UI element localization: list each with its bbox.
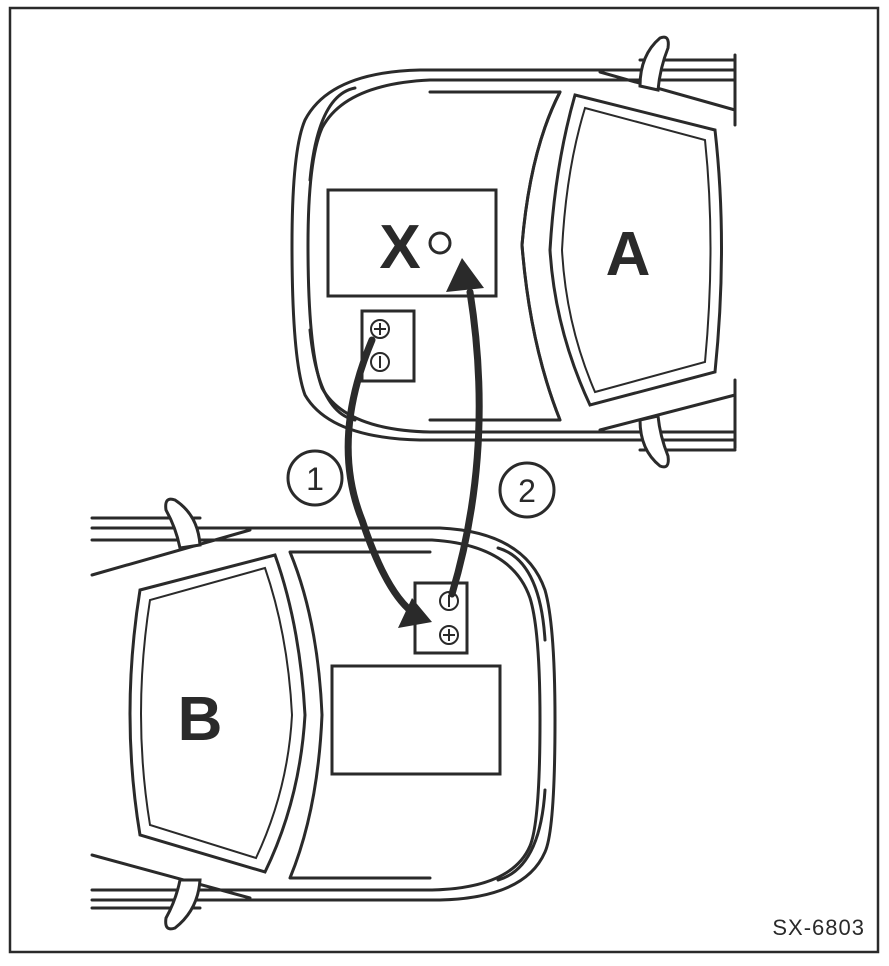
jumper-cable-1 — [344, 336, 416, 616]
figure-border — [8, 6, 880, 954]
ground-point-label: X — [379, 213, 420, 282]
step-2-label: 2 — [518, 473, 536, 509]
car-b-fender-bottom — [496, 788, 547, 882]
car-a-fender-bottom — [308, 328, 357, 422]
step-2-circle — [498, 461, 556, 519]
car-b-windshield — [128, 553, 307, 874]
car-a-body-inner — [306, 78, 737, 434]
car-b-label: B — [178, 685, 223, 754]
car-a-roof-top — [598, 70, 737, 112]
car-a-fender-top — [308, 86, 357, 182]
car-a-body — [290, 68, 737, 442]
car-b-roof-top — [90, 528, 252, 577]
cable-2-arrowhead — [446, 258, 484, 292]
car-b — [90, 497, 557, 931]
car-a-roof-bottom — [598, 393, 737, 432]
car-b-mirror-bottom — [164, 878, 202, 931]
ground-point-circle — [428, 231, 452, 255]
car-b-battery-positive — [439, 625, 459, 645]
step-1-circle — [286, 449, 344, 507]
cable-1-arrowhead — [398, 598, 432, 628]
car-a-windshield — [548, 93, 723, 407]
car-a-battery-negative — [370, 352, 390, 372]
car-b-body — [90, 526, 557, 902]
car-a-windshield-inner — [560, 106, 712, 394]
car-b-fender-top — [496, 546, 547, 642]
car-b-windshield-inner — [140, 566, 294, 860]
car-b-roof-bottom — [90, 853, 252, 900]
car-b-engine-block — [330, 664, 502, 776]
car-a-label: A — [606, 220, 651, 289]
figure-code: SX-6803 — [772, 915, 865, 940]
car-a-battery-positive — [370, 319, 390, 339]
jumper-cable-2 — [448, 288, 483, 598]
car-a-cowl — [520, 90, 562, 422]
car-b-body-inner — [90, 538, 542, 892]
step-1-label: 1 — [306, 461, 324, 497]
car-a-mirror-top — [638, 35, 670, 92]
car-a-mirror-bottom — [638, 414, 670, 469]
car-a — [290, 35, 737, 469]
car-b-hood — [288, 550, 432, 880]
car-b-mirror-top — [164, 497, 202, 550]
